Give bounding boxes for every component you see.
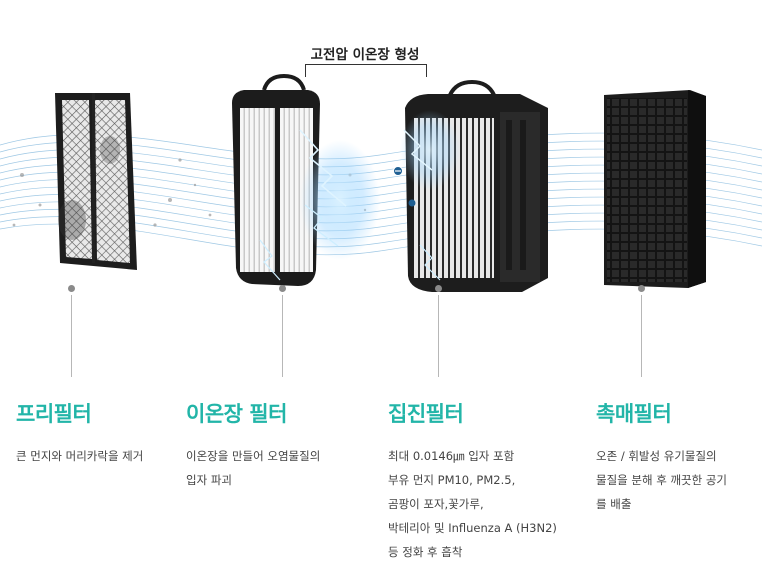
catalyst-filter-pointer-dot [638,285,645,292]
pre-filter-title: 프리필터 [16,402,92,426]
ion-filter-pointer-line [282,295,283,377]
catalyst-filter-title: 촉매필터 [596,402,672,426]
pre-filter-pointer-dot [68,285,75,292]
description-line: 오존 / 휘발성 유기물질의 [596,449,717,463]
catalyst-filter-pointer-line [641,295,642,377]
collection-filter-pointer-dot [435,285,442,292]
ion-field-bracket [305,64,427,77]
collection-filter-pointer-line [438,295,439,377]
collection-filter-description: 최대 0.0146㎛ 입자 포함 부유 먼지 PM10, PM2.5, 곰팡이 … [388,444,578,564]
ion-filter-illustration [232,73,380,286]
collection-filter-title: 집진필터 [388,402,464,426]
collection-filter-info: 집진필터 최대 0.0146㎛ 입자 포함 부유 먼지 PM10, PM2.5,… [388,398,578,564]
description-line: 이온장을 만들어 오염물질의 [186,449,321,463]
ion-filter-title: 이온장 필터 [186,402,287,426]
description-line: 큰 먼지와 머리카락을 제거 [16,449,144,463]
description-line: 물질을 분해 후 깨끗한 공기 [596,473,728,487]
description-line: 등 정화 후 흡착 [388,545,463,559]
description-line: 입자 파괴 [186,473,232,487]
pre-filter-description: 큰 먼지와 머리카락을 제거 [16,444,206,468]
catalyst-filter-info: 촉매필터 오존 / 휘발성 유기물질의 물질을 분해 후 깨끗한 공기 를 배출 [596,398,762,516]
ion-field-bracket-label: 고전압 이온장 형성 [310,47,420,63]
pre-filter-pointer-line [71,295,72,377]
catalyst-filter-description: 오존 / 휘발성 유기물질의 물질을 분해 후 깨끗한 공기 를 배출 [596,444,762,516]
pre-filter-illustration [55,93,137,270]
pre-filter-info: 프리필터 큰 먼지와 머리카락을 제거 [16,398,206,468]
description-line: 최대 0.0146㎛ 입자 포함 [388,449,515,463]
ion-filter-description: 이온장을 만들어 오염물질의 입자 파괴 [186,444,376,492]
description-line: 곰팡이 포자,꽃가루, [388,497,484,511]
collection-filter-illustration [393,79,548,292]
catalyst-filter-illustration [604,90,706,288]
description-line: 를 배출 [596,497,632,511]
description-line: 부유 먼지 PM10, PM2.5, [388,473,516,487]
ion-filter-pointer-dot [279,285,286,292]
description-line: 박테리아 및 Influenza A (H3N2) [388,521,557,535]
ion-filter-info: 이온장 필터 이온장을 만들어 오염물질의 입자 파괴 [186,398,376,492]
